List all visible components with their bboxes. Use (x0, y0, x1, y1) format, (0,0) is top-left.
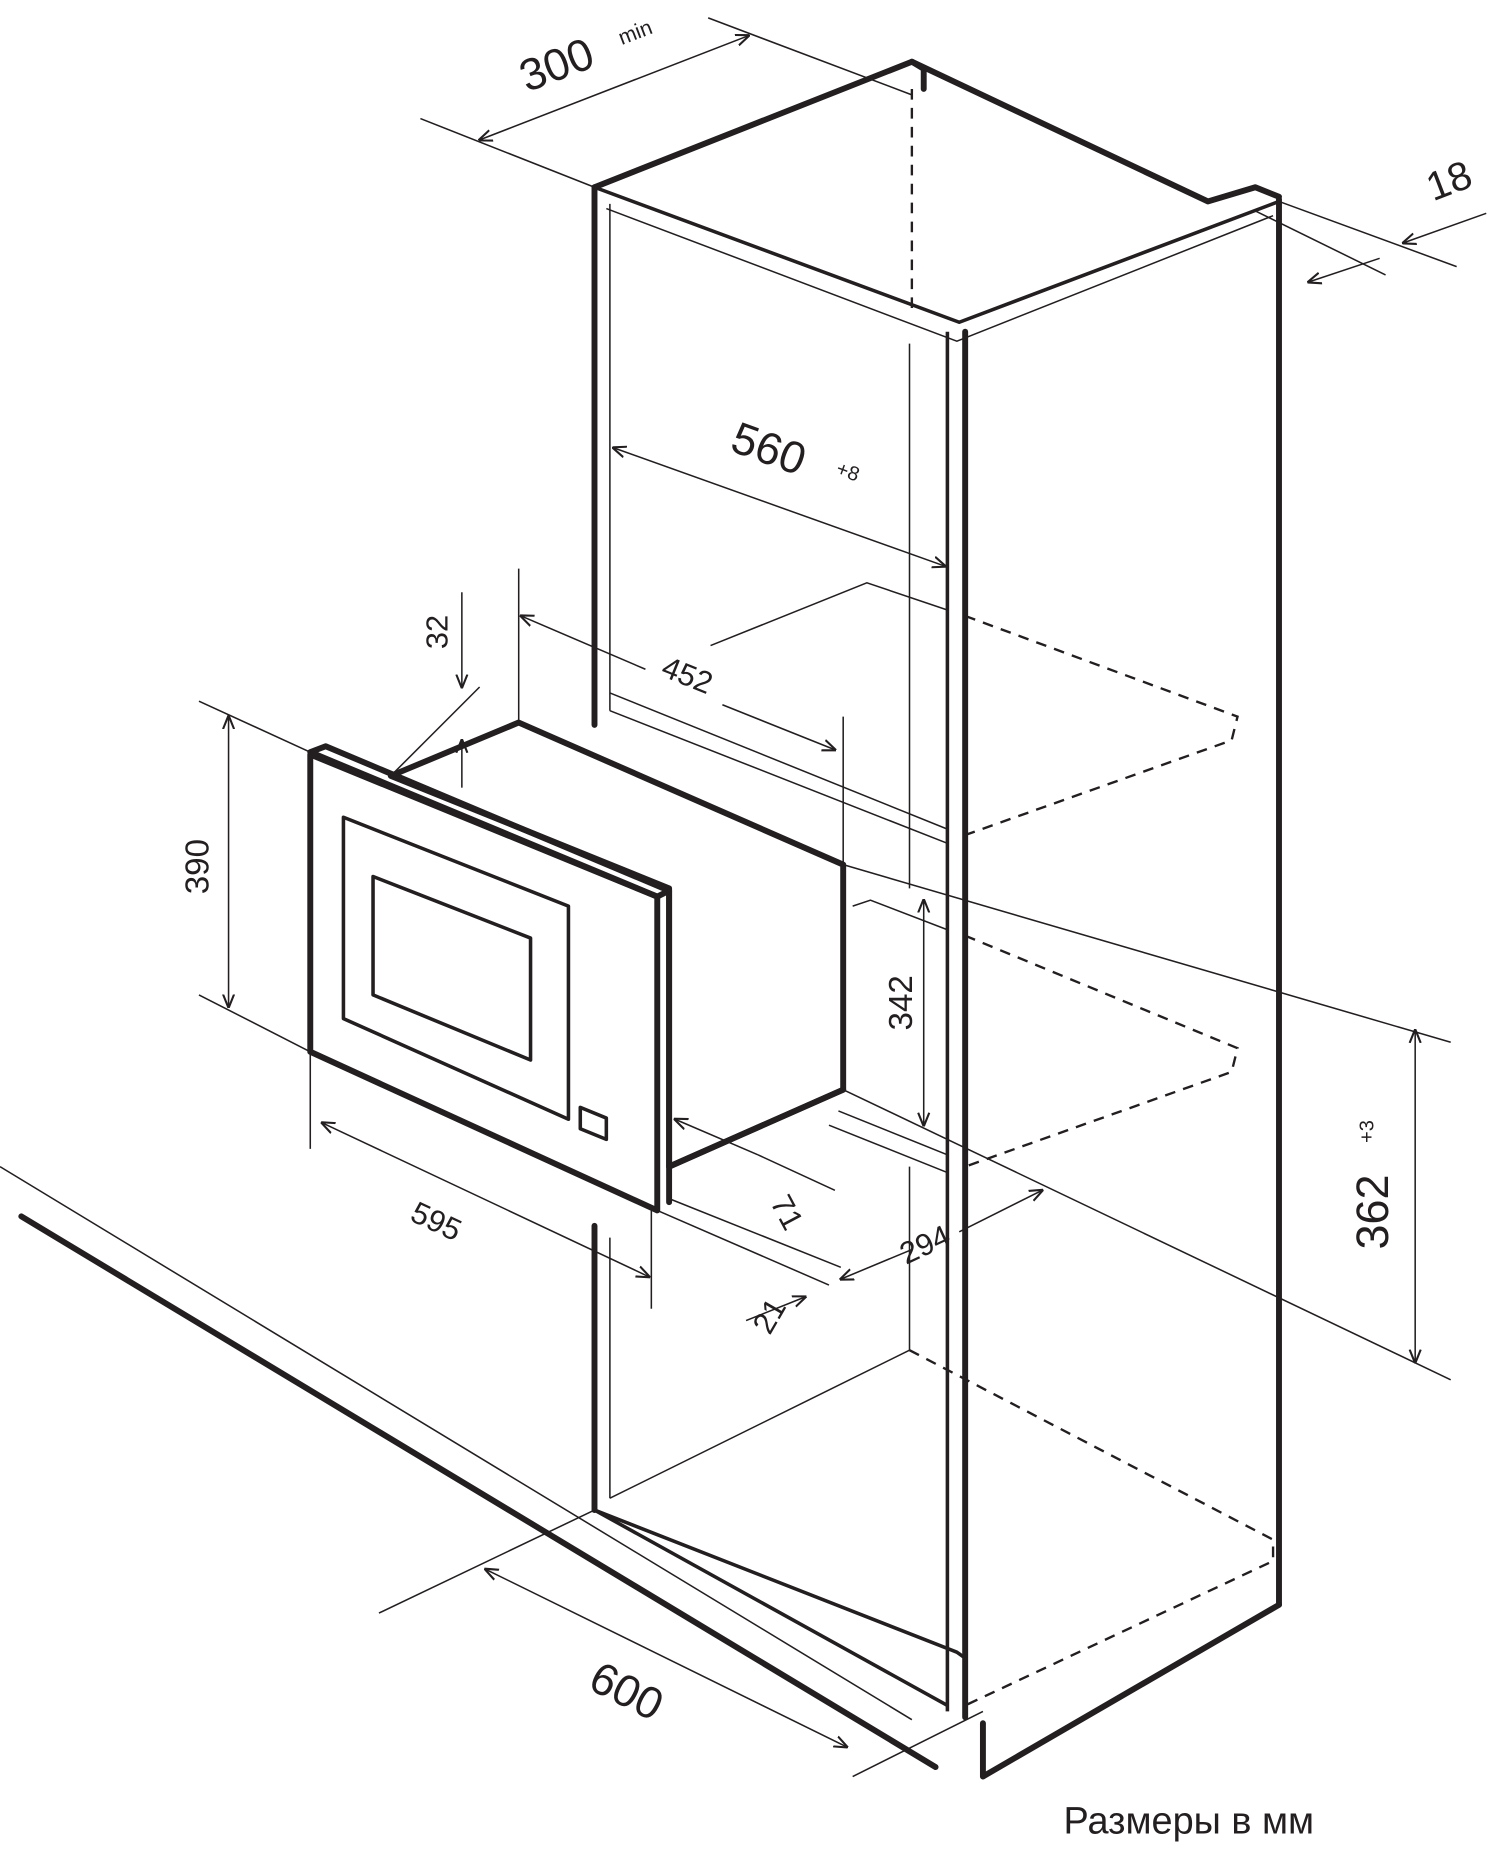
label-342: 342 (883, 975, 920, 1030)
label-32: 32 (420, 615, 455, 649)
label-452: 452 (657, 649, 718, 701)
caption: Размеры в мм (1063, 1800, 1314, 1842)
label-362-tol: +3 (1357, 1120, 1379, 1143)
label-600: 600 (582, 1651, 672, 1731)
label-362: 362 (1347, 1174, 1398, 1249)
label-21: 21 (746, 1292, 793, 1339)
label-300: 300 (512, 27, 600, 102)
microwave (307, 719, 847, 1214)
label-18: 18 (1420, 152, 1478, 210)
label-71: 71 (764, 1189, 811, 1236)
cabinet (591, 58, 1282, 1780)
floor (0, 1165, 939, 1771)
label-595: 595 (406, 1195, 467, 1248)
label-560-tol: +8 (833, 458, 862, 487)
label-300-min: min (615, 15, 656, 50)
dimension-lines (198, 17, 1487, 1778)
label-560: 560 (725, 412, 813, 486)
label-390: 390 (179, 839, 216, 894)
shelves (609, 581, 1239, 1174)
